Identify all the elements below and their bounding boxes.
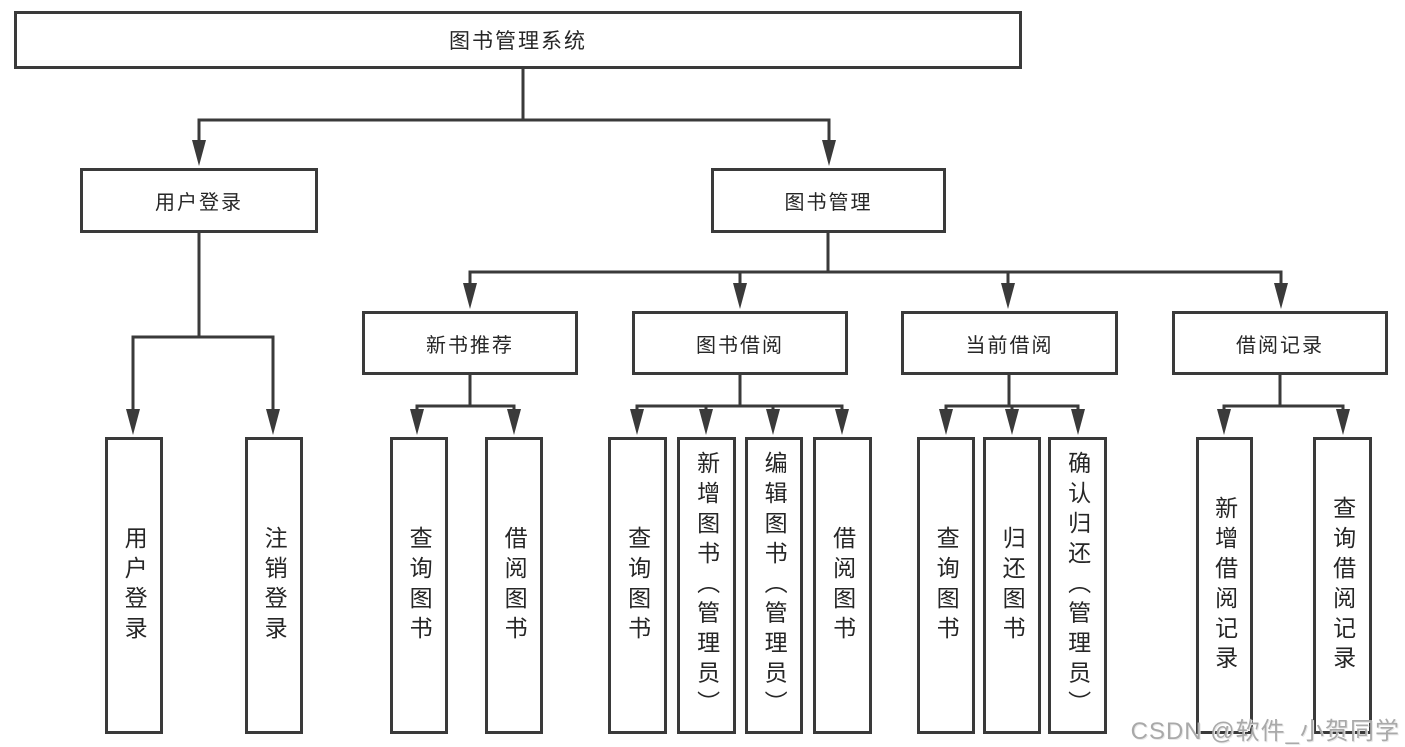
connector-user-login [131, 233, 275, 415]
arrowhead [1071, 409, 1085, 435]
leaf-edit-books-admin-label: 编辑图书（管理员） [761, 450, 788, 721]
arrowhead [1217, 409, 1231, 435]
node-new-book-recommend-label: 新书推荐 [426, 334, 514, 357]
leaf-query-books-3-label: 查询图书 [933, 525, 960, 646]
leaf-borrow-books-1: 借阅图书 [485, 437, 543, 734]
leaf-confirm-return-admin: 确认归还（管理员） [1048, 437, 1107, 734]
arrowhead [463, 283, 477, 309]
arrowhead [1274, 283, 1288, 309]
leaf-borrow-books-2-label: 借阅图书 [829, 525, 856, 646]
arrowhead [507, 409, 521, 435]
leaf-return-books: 归还图书 [983, 437, 1041, 734]
leaf-query-borrow-record: 查询借阅记录 [1313, 437, 1372, 734]
node-new-book-recommend: 新书推荐 [362, 311, 578, 375]
node-book-management: 图书管理 [711, 168, 946, 233]
node-root-label: 图书管理系统 [449, 30, 587, 53]
connector-borrow-records [1222, 375, 1345, 415]
arrowhead [266, 409, 280, 435]
arrowhead [630, 409, 644, 435]
arrowhead [699, 409, 713, 435]
arrowhead [1001, 283, 1015, 309]
leaf-add-borrow-record: 新增借阅记录 [1196, 437, 1253, 734]
arrowhead [939, 409, 953, 435]
leaf-add-books-admin: 新增图书（管理员） [677, 437, 736, 734]
leaf-add-borrow-record-label: 新增借阅记录 [1211, 495, 1238, 676]
node-root: 图书管理系统 [14, 11, 1022, 69]
arrowhead [410, 409, 424, 435]
csdn-watermark: CSDN @软件_小贺同学 [1130, 718, 1400, 745]
node-borrow-records-label: 借阅记录 [1236, 334, 1324, 357]
connector-new-book-recommend [415, 375, 516, 415]
connector-book-borrow [635, 375, 844, 415]
node-user-login: 用户登录 [80, 168, 318, 233]
leaf-borrow-books-1-label: 借阅图书 [501, 525, 528, 646]
leaf-query-books-1-label: 查询图书 [406, 525, 433, 646]
node-current-borrow: 当前借阅 [901, 311, 1118, 375]
arrowhead [1005, 409, 1019, 435]
leaf-return-books-label: 归还图书 [999, 525, 1026, 646]
node-user-login-label: 用户登录 [155, 192, 243, 214]
arrowhead [822, 140, 836, 166]
arrowhead [1336, 409, 1350, 435]
leaf-add-books-admin-label: 新增图书（管理员） [693, 450, 720, 721]
arrowhead [126, 409, 140, 435]
node-book-management-label: 图书管理 [784, 192, 873, 214]
leaf-user-login-label: 用户登录 [121, 525, 148, 646]
node-borrow-records: 借阅记录 [1172, 311, 1388, 375]
arrowhead [835, 409, 849, 435]
leaf-query-borrow-record-label: 查询借阅记录 [1329, 495, 1356, 676]
arrowhead [766, 409, 780, 435]
leaf-user-login: 用户登录 [105, 437, 163, 734]
node-book-borrow: 图书借阅 [632, 311, 848, 375]
leaf-query-books-1: 查询图书 [390, 437, 448, 734]
leaf-confirm-return-admin-label: 确认归还（管理员） [1064, 450, 1091, 721]
leaf-query-books-3: 查询图书 [917, 437, 975, 734]
leaf-borrow-books-2: 借阅图书 [813, 437, 872, 734]
arrowhead [733, 283, 747, 309]
leaf-edit-books-admin: 编辑图书（管理员） [745, 437, 803, 734]
connector-current-borrow [944, 375, 1080, 415]
node-current-borrow-label: 当前借阅 [965, 334, 1054, 357]
arrowhead [192, 140, 206, 166]
connector-book-management [468, 233, 1283, 289]
leaf-logout: 注销登录 [245, 437, 303, 734]
leaf-logout-label: 注销登录 [261, 525, 288, 646]
leaf-query-books-2: 查询图书 [608, 437, 667, 734]
leaf-query-books-2-label: 查询图书 [624, 525, 651, 646]
node-book-borrow-label: 图书借阅 [696, 334, 784, 357]
connector-root [197, 69, 831, 146]
